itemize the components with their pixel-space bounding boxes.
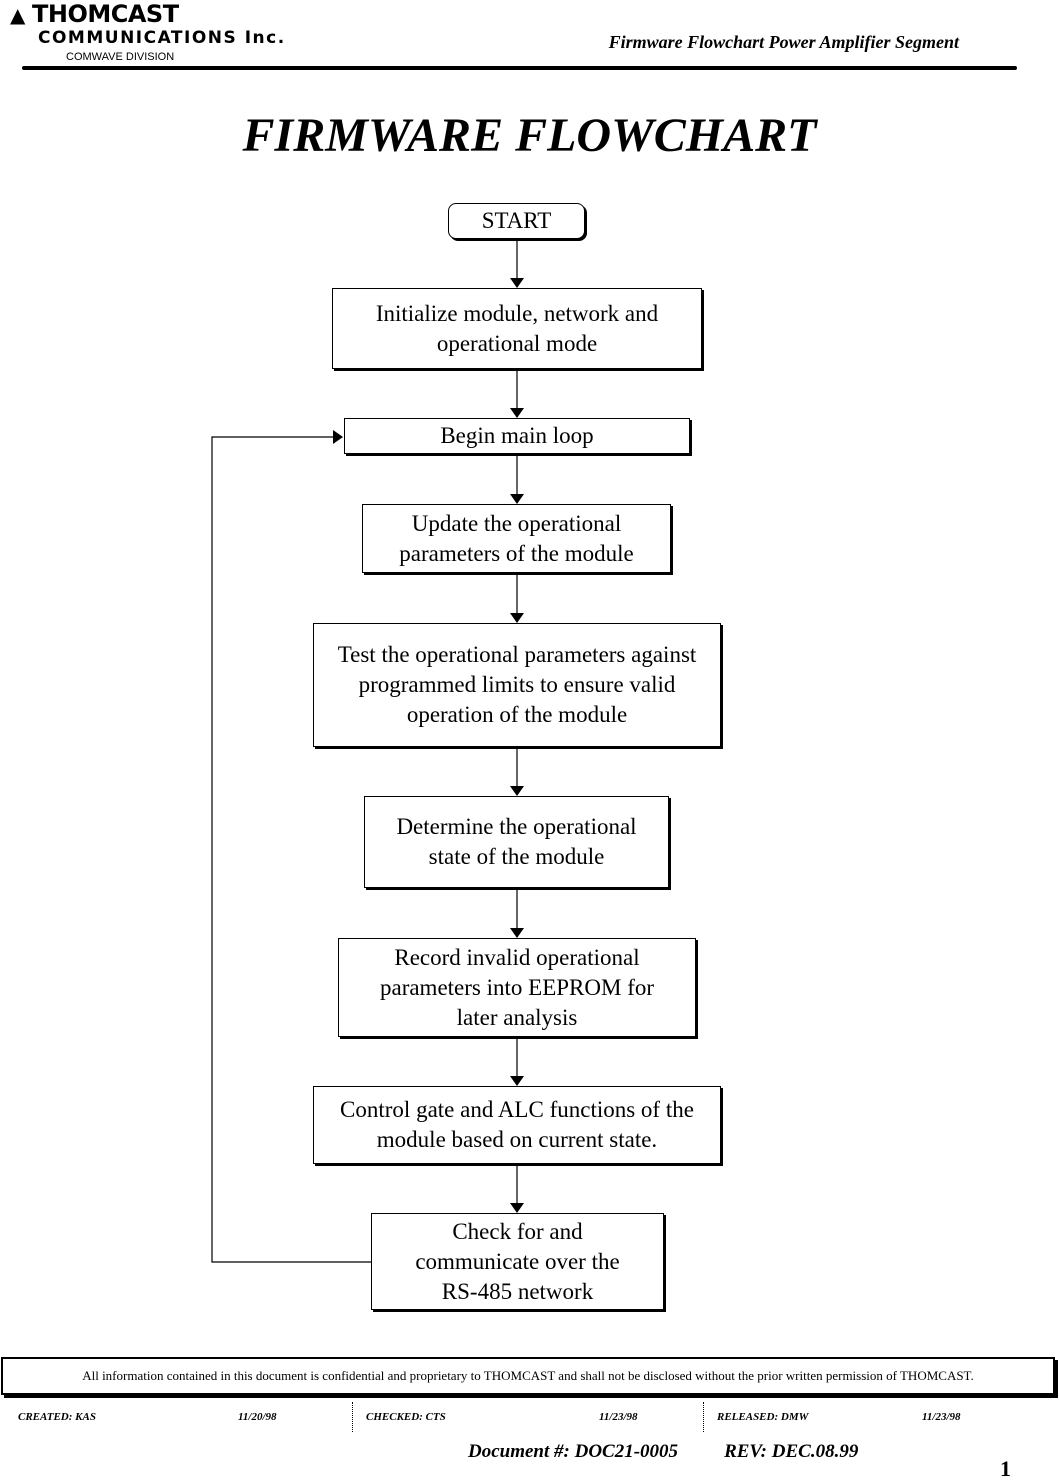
released-date: 11/23/98 bbox=[922, 1411, 961, 1423]
step-label: Check for and communicate over the RS-48… bbox=[415, 1218, 620, 1304]
created-date: 11/20/98 bbox=[238, 1411, 277, 1423]
confidentiality-text: All information contained in this docume… bbox=[82, 1368, 974, 1383]
step-label: Record invalid operational parameters in… bbox=[379, 944, 655, 1030]
step-label: Determine the operational state of the m… bbox=[396, 814, 637, 869]
signoff-divider bbox=[703, 1402, 705, 1432]
signoff-row: CREATED: KAS 11/20/98 CHECKED: CTS 11/23… bbox=[0, 1402, 1059, 1432]
confidentiality-notice: All information contained in this docume… bbox=[1, 1357, 1055, 1395]
header-divider bbox=[22, 66, 1017, 70]
released-by: RELEASED: DMW bbox=[717, 1411, 809, 1423]
flowchart-step-check: Check for and communicate over the RS-48… bbox=[371, 1213, 664, 1310]
document-number: Document #: DOC21-0005 bbox=[468, 1441, 679, 1462]
company-name-line2: COMMUNICATIONS Inc. bbox=[38, 28, 286, 48]
page-number: 1 bbox=[1000, 1456, 1011, 1481]
start-label: START bbox=[481, 208, 552, 233]
created-cell: CREATED: KAS 11/20/98 bbox=[18, 1402, 348, 1430]
flowchart-start: START bbox=[448, 203, 585, 239]
document-info: Document #: DOC21-0005 REV: DEC.08.99 bbox=[468, 1441, 858, 1463]
division-name: COMWAVE DIVISION bbox=[66, 51, 175, 63]
revision: REV: DEC.08.99 bbox=[724, 1441, 859, 1462]
flowchart-step-control: Control gate and ALC functions of the mo… bbox=[313, 1086, 721, 1164]
step-label: Initialize module, network and operation… bbox=[375, 300, 659, 356]
flowchart-step-test: Test the operational parameters against … bbox=[313, 623, 721, 747]
logo-mark-icon: ▲ bbox=[10, 3, 25, 27]
signoff-divider bbox=[352, 1402, 354, 1432]
checked-date: 11/23/98 bbox=[599, 1411, 638, 1423]
company-logo: ▲ THOMCAST bbox=[10, 0, 179, 28]
flowchart-step-update: Update the operational parameters of the… bbox=[362, 504, 671, 573]
checked-cell: CHECKED: CTS 11/23/98 bbox=[366, 1402, 696, 1430]
step-label: Begin main loop bbox=[440, 423, 594, 448]
released-cell: RELEASED: DMW 11/23/98 bbox=[717, 1402, 1047, 1430]
connector-loop-back bbox=[211, 430, 371, 1263]
created-by: CREATED: KAS bbox=[18, 1411, 96, 1423]
checked-by: CHECKED: CTS bbox=[366, 1411, 446, 1423]
page-title: FIRMWARE FLOWCHART bbox=[242, 109, 817, 162]
flowchart-step-initialize: Initialize module, network and operation… bbox=[332, 288, 702, 369]
step-label: Control gate and ALC functions of the mo… bbox=[340, 1097, 694, 1152]
header-title: Firmware Flowchart Power Amplifier Segme… bbox=[608, 32, 959, 52]
company-name: THOMCAST bbox=[32, 0, 179, 28]
flowchart-step-determine: Determine the operational state of the m… bbox=[364, 796, 669, 888]
flowchart-step-begin-loop: Begin main loop bbox=[344, 418, 690, 454]
step-label: Update the operational parameters of the… bbox=[399, 510, 634, 566]
flowchart-step-record: Record invalid operational parameters in… bbox=[338, 938, 696, 1037]
step-label: Test the operational parameters against … bbox=[337, 642, 697, 727]
